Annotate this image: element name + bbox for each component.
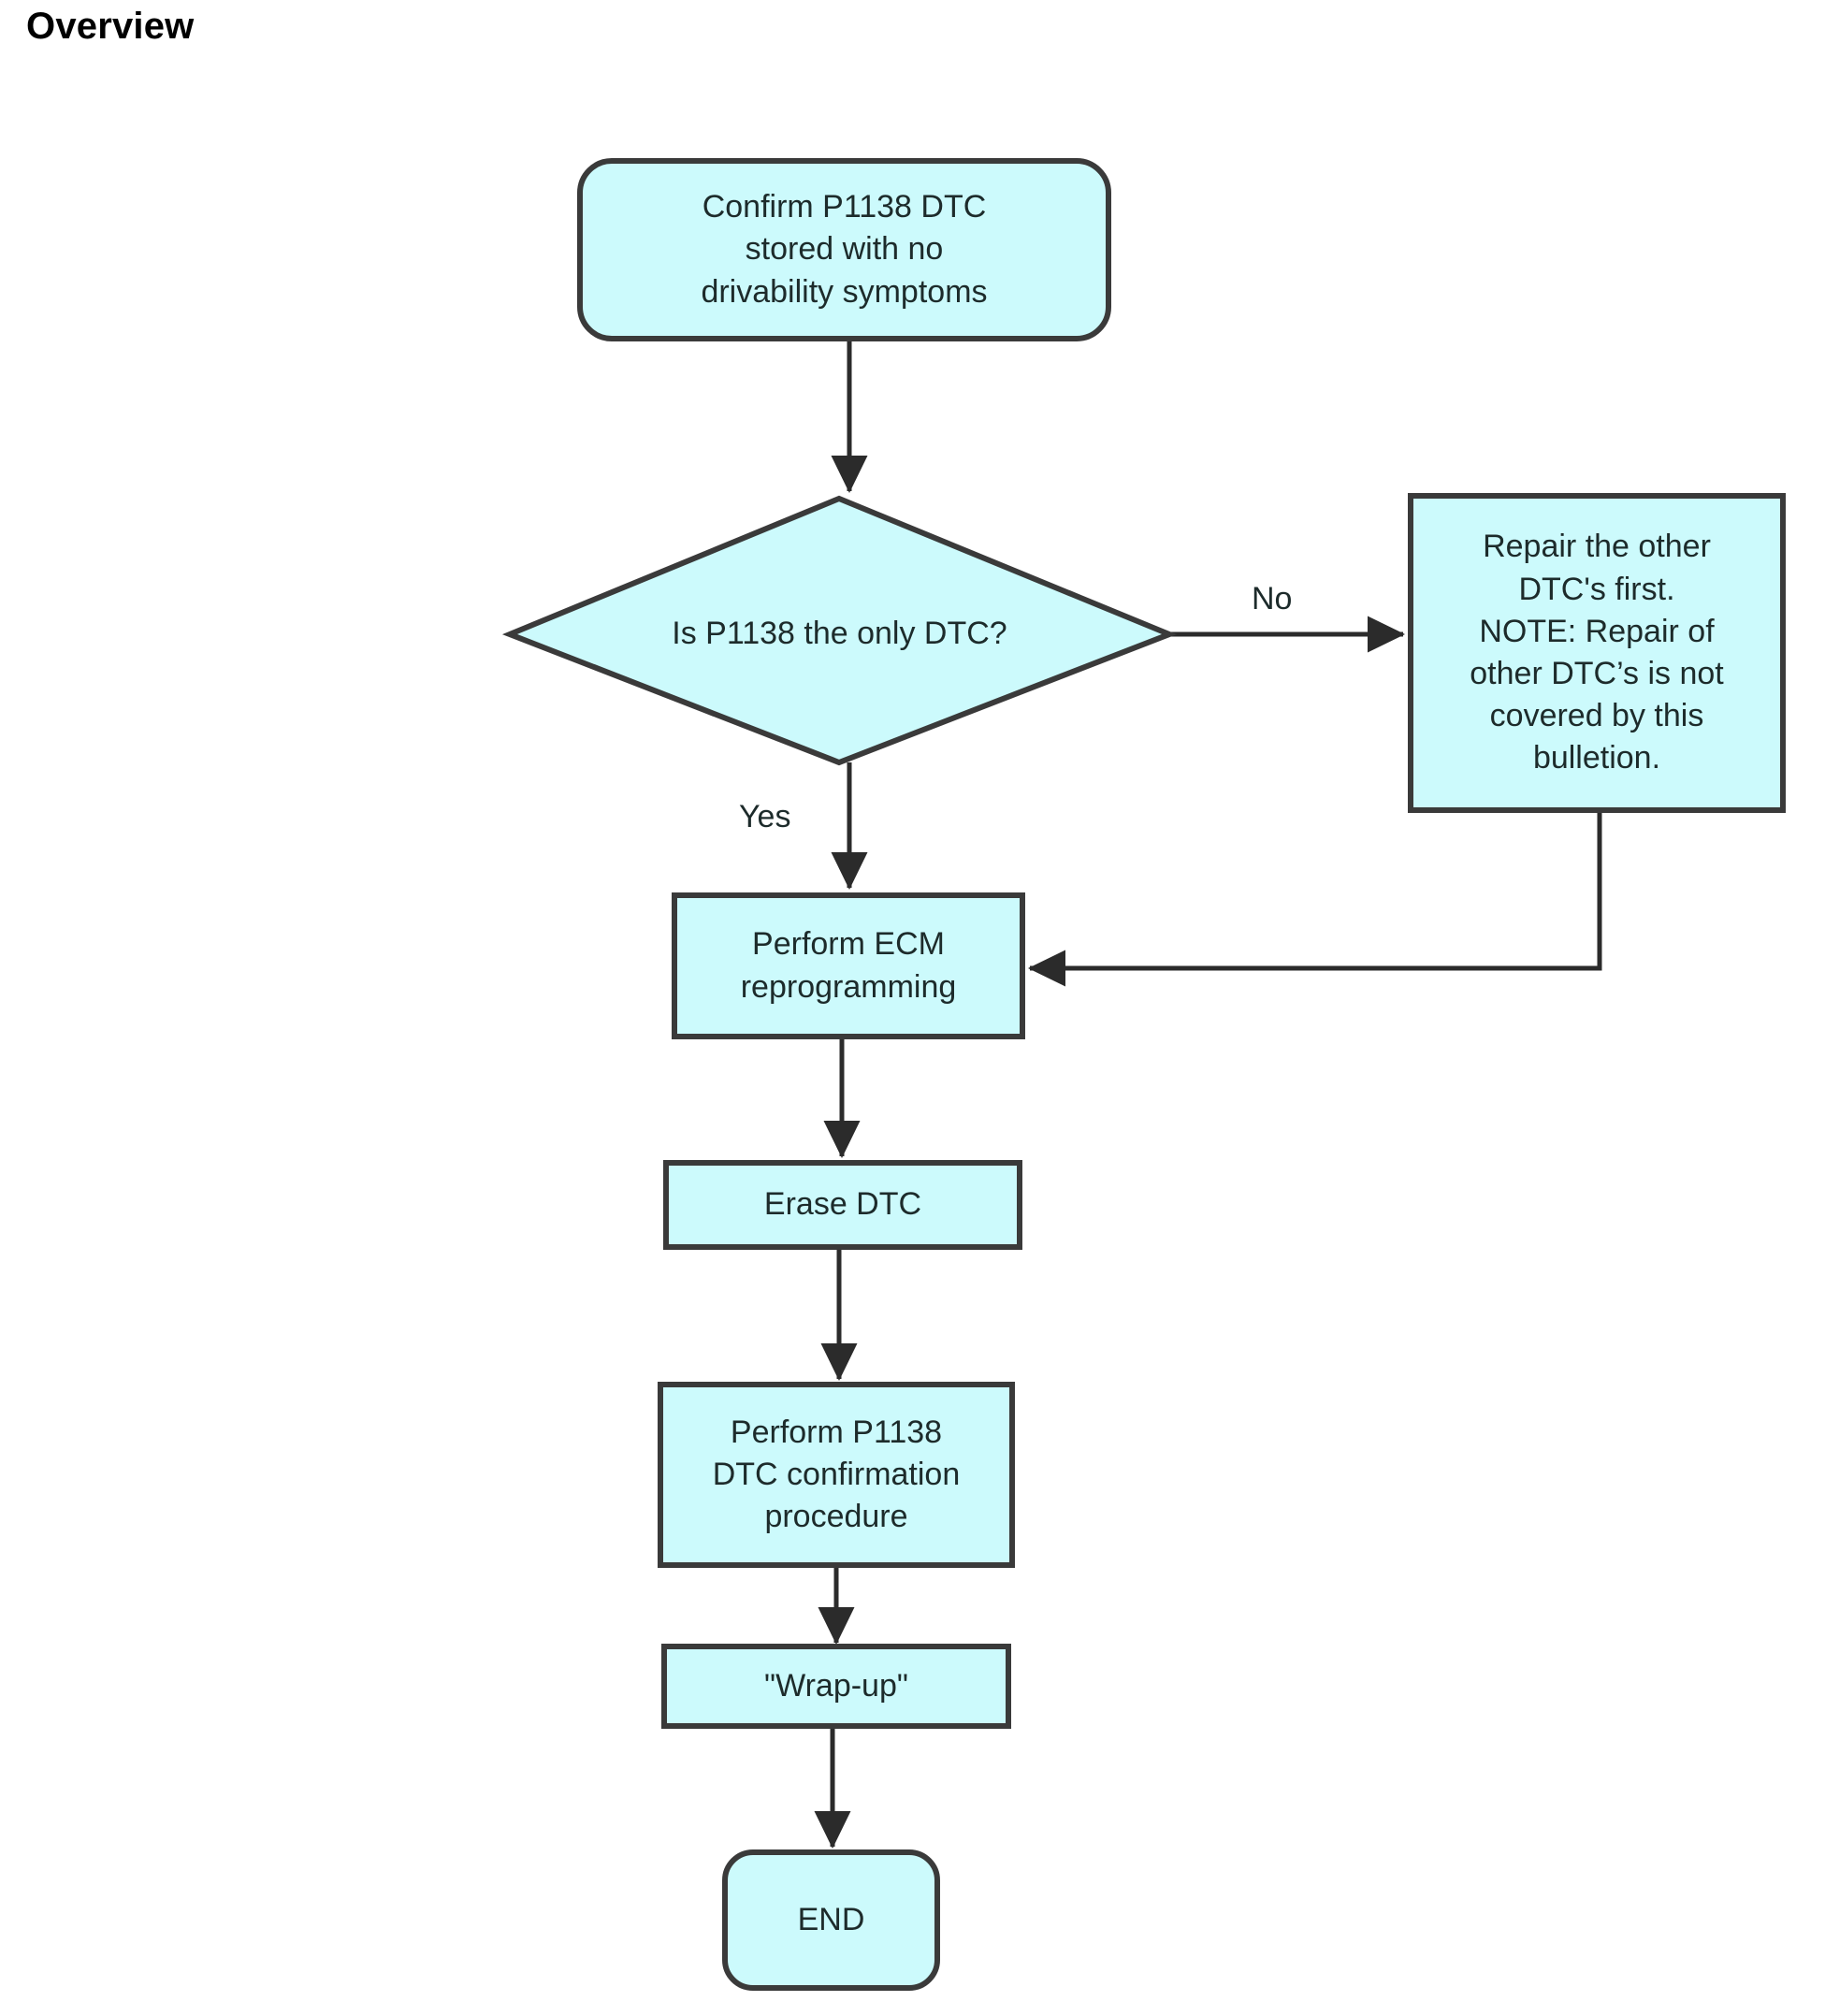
node-erase-dtc-shape[interactable] <box>663 1160 1022 1250</box>
node-wrap-up-shape[interactable] <box>661 1644 1011 1729</box>
page-title: Overview <box>26 6 195 47</box>
edge-label-no: No <box>1252 581 1293 616</box>
node-repair-other-shape[interactable] <box>1408 493 1786 813</box>
node-start-shape[interactable] <box>577 158 1111 341</box>
node-decision-shape[interactable] <box>501 495 1178 766</box>
node-confirmation-shape[interactable] <box>658 1382 1015 1568</box>
edge-repair-to-ecm-return <box>1027 810 1602 987</box>
edge-label-yes: Yes <box>739 799 791 834</box>
edge-polyline <box>1027 810 1602 987</box>
node-ecm-reprogramming-shape[interactable] <box>672 892 1025 1039</box>
node-end-shape[interactable] <box>722 1849 940 1991</box>
